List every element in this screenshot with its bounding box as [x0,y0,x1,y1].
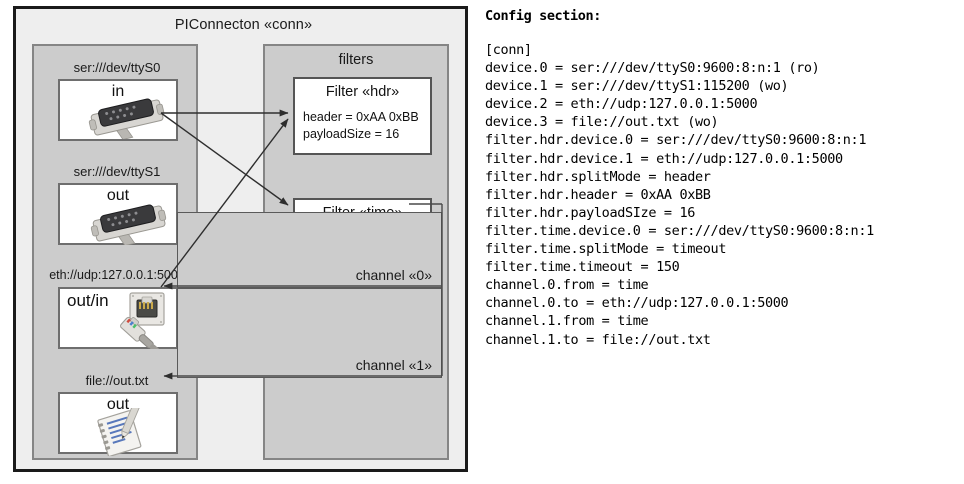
device-group-file: file://out.txt out [34,352,200,456]
filters-panel-title: filters [338,52,374,68]
filter-prop-hdr-header: header = 0xAA 0xBB [303,110,419,124]
device-box-ttys1[interactable]: out [58,183,178,245]
device-label-file: file://out.txt [85,373,149,388]
diagram-title: PIConnecton «conn» [174,17,313,33]
serial-port-icon [90,204,167,245]
device-label-ttys0: ser:///dev/ttyS0 [73,60,161,75]
filter-title-hdr: Filter «hdr» [325,84,400,100]
device-label-eth: eth://udp:127.0.0.1:5000 [49,268,185,282]
device-box-eth[interactable]: out/in [58,287,178,349]
channel-box-1[interactable]: channel «1» [177,288,442,378]
text-file-icon [97,408,142,456]
devices-panel: ser:///dev/ttyS0 in [32,44,198,460]
filter-box-hdr[interactable]: Filter «hdr» header = 0xAA 0xBB payloadS… [293,77,432,155]
piconnector-frame: PIConnecton «conn» ser:///dev/ttyS0 in [13,6,468,472]
device-direction-file: out [106,396,130,413]
serial-port-icon [88,98,165,139]
device-group-eth: eth://udp:127.0.0.1:5000 out/in [34,254,200,358]
device-box-file[interactable]: out [58,392,178,456]
config-section: Config section: [conn] device.0 = ser://… [482,0,964,484]
config-text: [conn] device.0 = ser:///dev/ttyS0:9600:… [485,42,874,348]
channel-label-1: channel «1» [355,357,432,373]
device-direction-ttys0: in [111,83,125,100]
channel-label-0: channel «0» [355,267,432,283]
config-heading: Config section: [485,8,601,24]
filter-prop-hdr-payloadsize: payloadSize = 16 [303,127,400,141]
device-box-ttys0[interactable]: in [58,79,178,141]
device-direction-ttys1: out [106,187,130,204]
device-direction-eth: out/in [67,291,109,310]
channel-box-0[interactable]: channel «0» [177,212,442,288]
device-label-ttys1: ser:///dev/ttyS1 [73,164,161,179]
device-group-ttys1: ser:///dev/ttyS1 out [34,150,200,254]
ethernet-jack-icon [120,292,165,349]
device-group-ttys0: ser:///dev/ttyS0 in [34,46,200,150]
